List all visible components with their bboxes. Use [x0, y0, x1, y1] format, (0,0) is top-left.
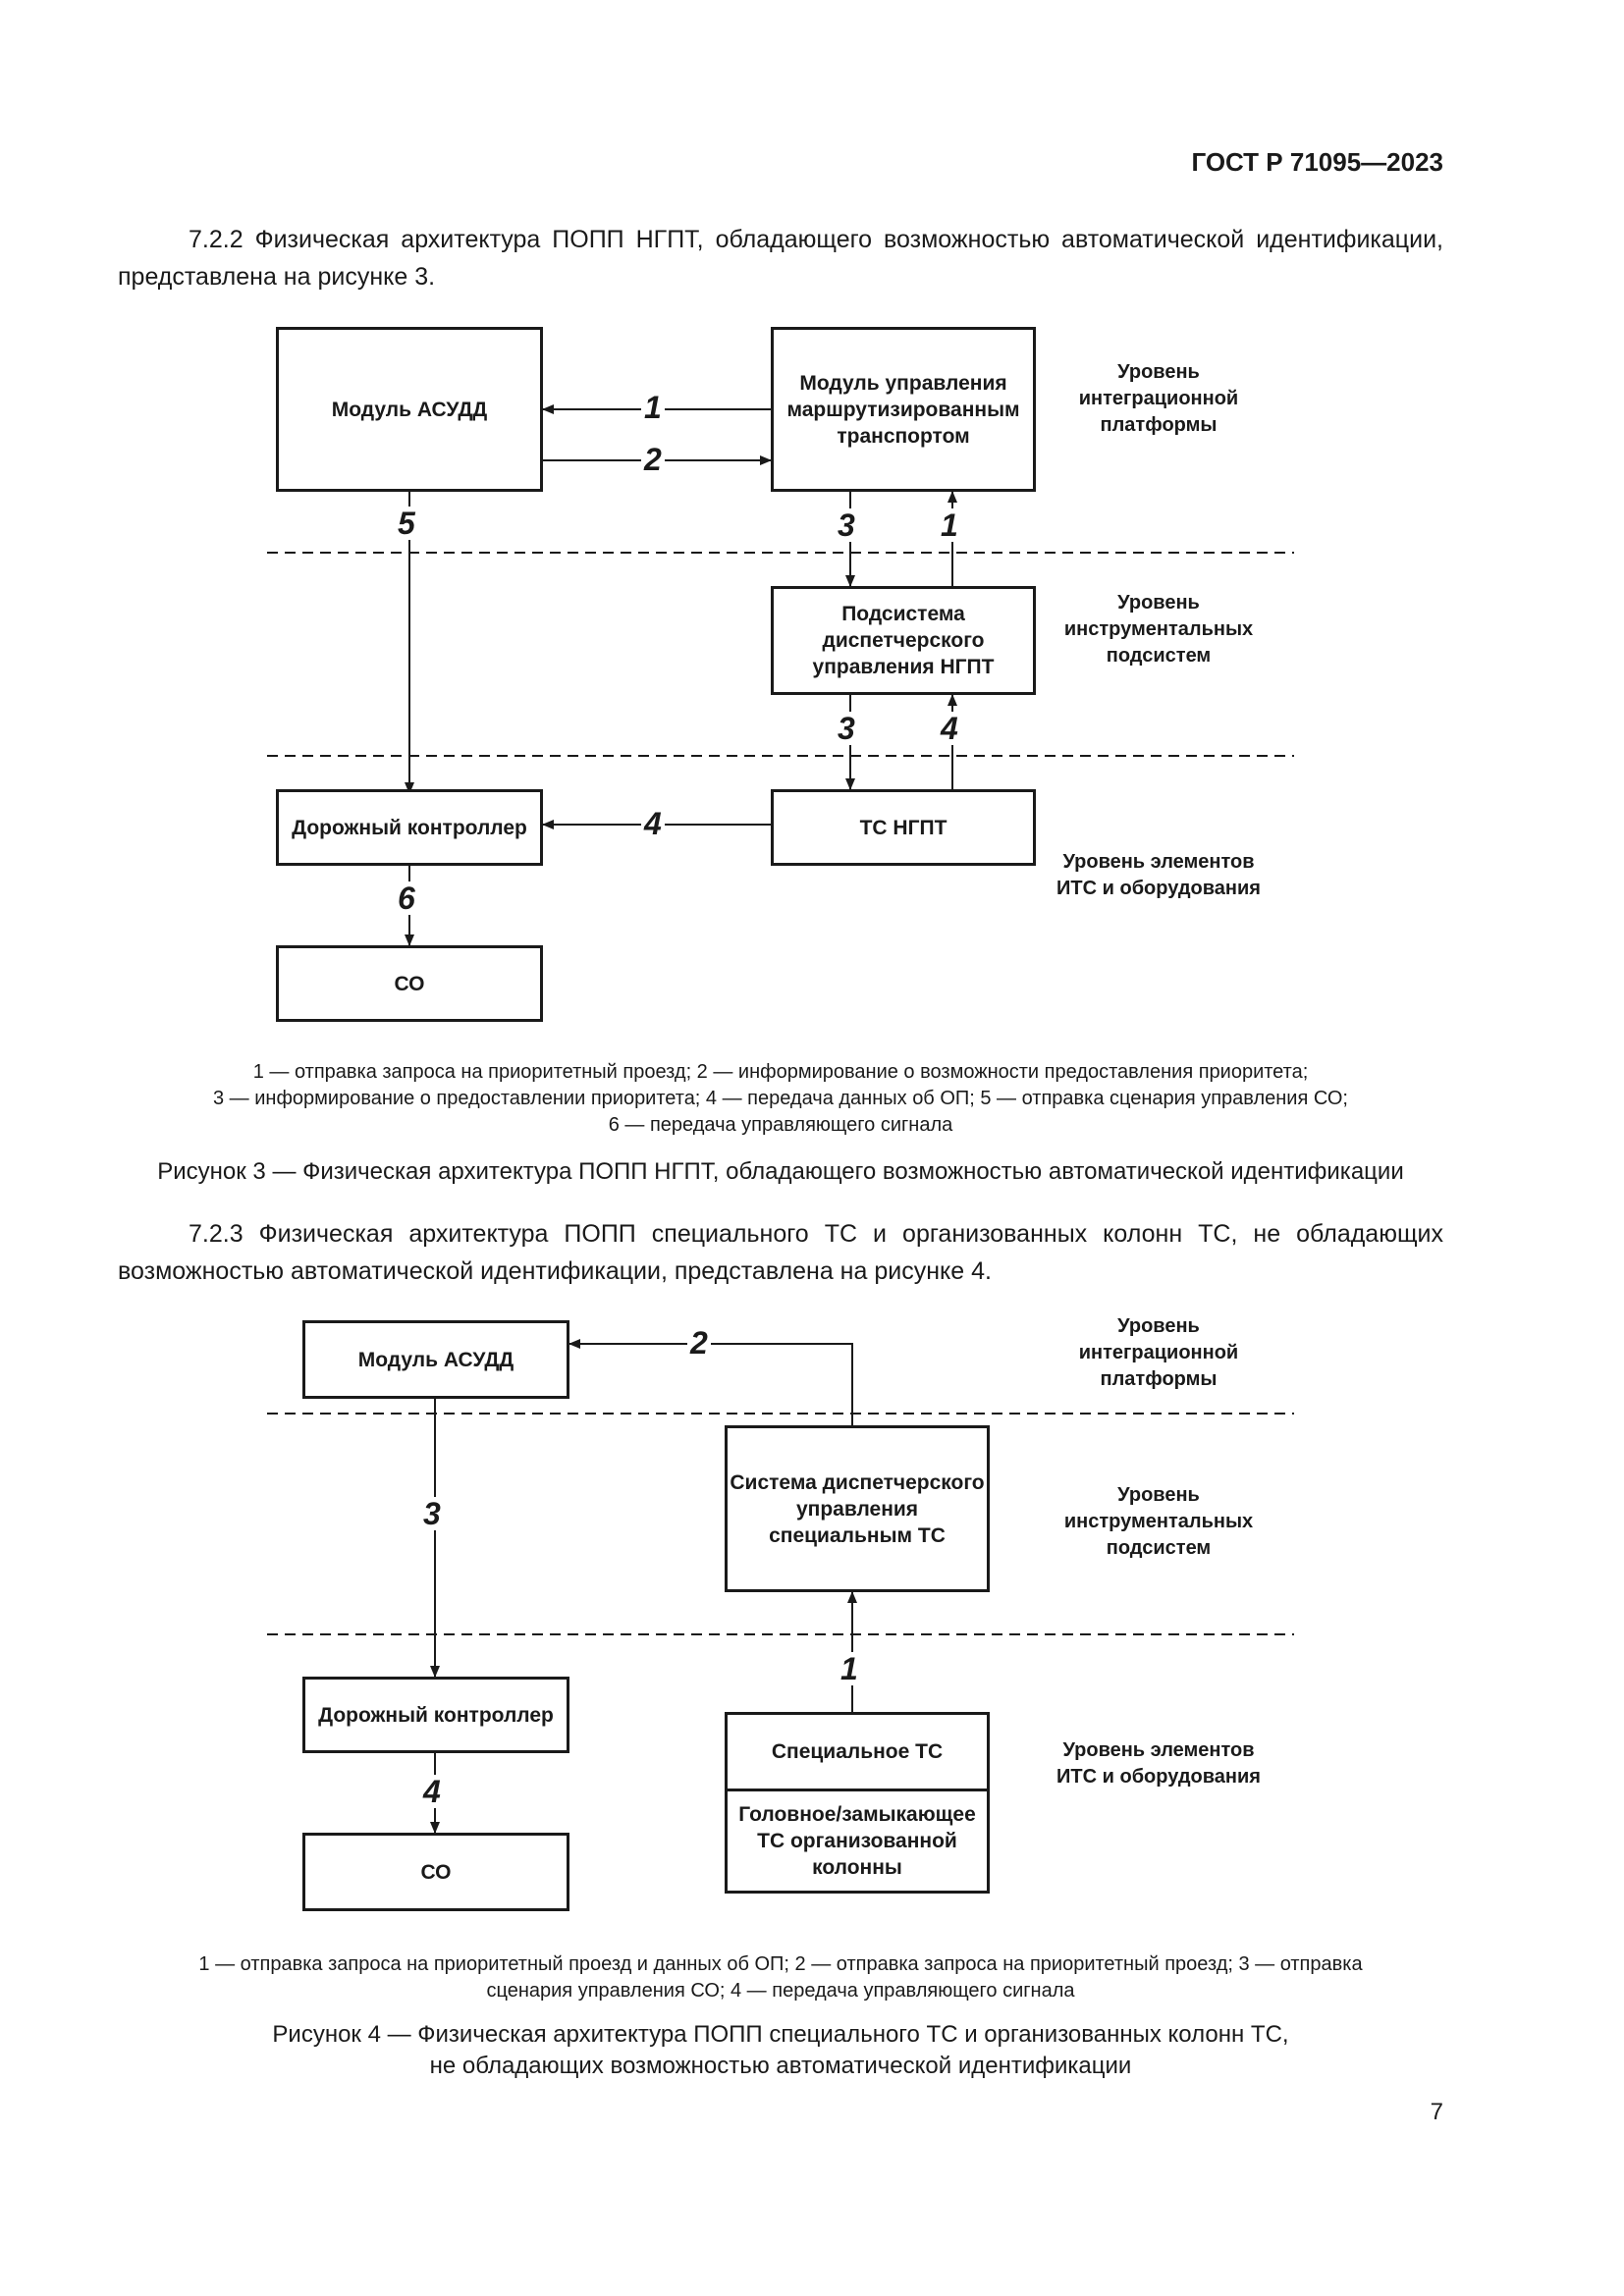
fig3-legend-line: 3 — информирование о предоставлении прио…: [213, 1088, 1348, 1109]
fig3-flow-number: 6: [395, 881, 418, 915]
fig3-box-road-controller: Дорожный контроллер: [276, 789, 543, 866]
fig4-box-road-controller: Дорожный контроллер: [302, 1677, 569, 1753]
fig3-level-elements: Уровень элементов ИТС и оборудования: [1056, 851, 1261, 899]
page-number: 7: [1430, 2099, 1443, 2125]
fig3-box-route-module: Модуль управления маршрутизированным тра…: [771, 327, 1036, 492]
standard-designation: ГОСТ Р 71095—2023: [1191, 147, 1443, 177]
fig4-flow-number: 3: [420, 1497, 444, 1530]
fig4-flow-number: 2: [687, 1326, 711, 1360]
fig3-flow-number: 4: [938, 712, 961, 745]
fig4-legend-line: 1 — отправка запроса на приоритетный про…: [198, 1953, 1363, 1975]
fig4-box-asudd: Модуль АСУДД: [302, 1320, 569, 1399]
fig4-legend-line: сценария управления СО; 4 — передача упр…: [486, 1980, 1075, 2002]
fig3-flow-number: 1: [938, 508, 961, 542]
fig3-flow-number: 3: [835, 712, 858, 745]
fig3-level-instrumental: Уровень инструментальных подсистем: [1063, 592, 1254, 667]
fig4-box-dispatch-system: Система диспетчерского управления специа…: [725, 1425, 990, 1592]
fig3-flow-number: 4: [641, 807, 665, 840]
fig3-caption: Рисунок 3 — Физическая архитектура ПОПП …: [157, 1158, 1404, 1185]
fig3-box-so: СО: [276, 945, 543, 1022]
fig4-level-instrumental: Уровень инструментальных подсистем: [1063, 1484, 1254, 1559]
fig4-flow-number: 1: [838, 1652, 861, 1685]
fig3-flow-number: 1: [641, 391, 665, 424]
fig4-box-so: СО: [302, 1833, 569, 1911]
fig3-flow-number: 3: [835, 508, 858, 542]
fig4-box-vehicles: Специальное ТС Головное/замыкающее ТС ор…: [725, 1712, 990, 1894]
section-7-2-3-text: 7.2.3 Физическая архитектура ПОПП специа…: [118, 1220, 1443, 1285]
fig3-level-integration: Уровень интеграционной платформы: [1078, 361, 1239, 436]
fig3-box-dispatch-subsystem: Подсистема диспетчерского управления НГП…: [771, 586, 1036, 695]
fig3-flow-number: 5: [395, 507, 418, 540]
fig4-flow-number: 4: [420, 1775, 444, 1808]
fig4-caption-line: Рисунок 4 — Физическая архитектура ПОПП …: [272, 2021, 1289, 2048]
fig4-level-integration: Уровень интеграционной платформы: [1078, 1315, 1239, 1390]
section-7-2-2-text: 7.2.2 Физическая архитектура ПОПП НГПТ, …: [118, 226, 1443, 291]
fig3-box-asudd: Модуль АСУДД: [276, 327, 543, 492]
fig3-flow-number: 2: [641, 443, 665, 476]
fig4-arrow-dispatch-to-asudd: [568, 1339, 853, 1425]
fig4-cell-convoy-ts: Головное/замыкающее ТС организованной ко…: [738, 1803, 976, 1879]
fig3-box-ts-ngpt: ТС НГПТ: [771, 789, 1036, 866]
fig4-caption-line: не обладающих возможностью автоматическо…: [429, 2053, 1132, 2079]
fig3-legend-line: 6 — передача управляющего сигнала: [608, 1114, 953, 1136]
fig4-cell-special-ts: Специальное ТС: [728, 1715, 987, 1791]
fig4-level-elements: Уровень элементов ИТС и оборудования: [1056, 1739, 1261, 1788]
fig3-legend-line: 1 — отправка запроса на приоритетный про…: [252, 1061, 1309, 1083]
